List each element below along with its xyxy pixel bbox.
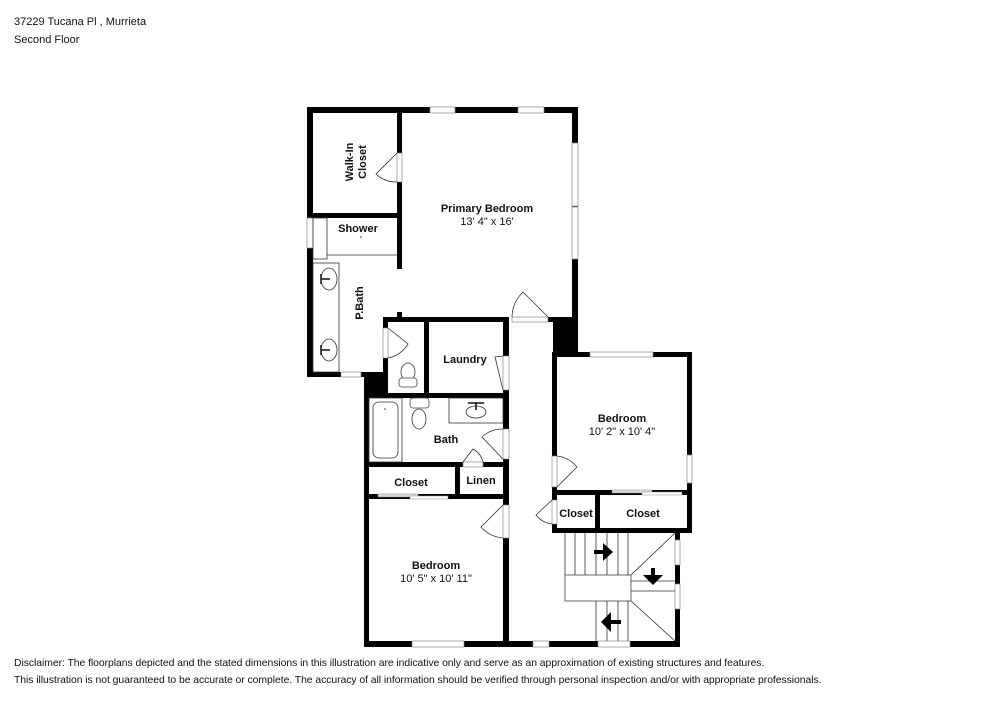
bedroom-bottom-dimensions: 10' 5" x 10' 11" (400, 573, 472, 585)
windows (306, 106, 693, 648)
closet-wide-label: Closet (626, 508, 660, 520)
linen-label: Linen (466, 475, 496, 487)
disclaimer-line-2: This illustration is not guaranteed to b… (14, 675, 822, 686)
p-bath-label: P.Bath (354, 286, 366, 320)
property-address: 37229 Tucana Pl , Murrieta (14, 16, 147, 28)
bath-label: Bath (434, 434, 459, 446)
closet-small-label: Closet (559, 508, 593, 520)
staircase (564, 532, 676, 642)
laundry-label: Laundry (443, 354, 487, 366)
arrow-left-icon (601, 612, 621, 632)
svg-text:Walk-In: Walk-In (344, 142, 356, 181)
arrow-right-icon (594, 543, 613, 561)
closet-hall-label: Closet (394, 477, 428, 489)
arrow-down-icon (643, 568, 663, 585)
disclaimer-line-1: Disclaimer: The floorplans depicted and … (14, 658, 765, 669)
floor-label: Second Floor (14, 34, 80, 46)
primary-bedroom-label: Primary Bedroom (441, 203, 534, 215)
bedroom-bottom-label: Bedroom (412, 560, 461, 572)
primary-bedroom-dimensions: 13' 4" x 16' (460, 216, 513, 228)
walk-in-closet-label: Walk-In Closet (344, 142, 369, 181)
bedroom-right-label: Bedroom (598, 413, 647, 425)
room-labels: Walk-In Closet Shower Primary Bedroom 13… (338, 142, 660, 585)
doors (375, 152, 683, 539)
bedroom-right-dimensions: 10' 2" x 10' 4" (589, 426, 656, 438)
svg-text:Closet: Closet (357, 145, 369, 179)
fixtures (312, 217, 557, 463)
shower-label: Shower (338, 223, 378, 235)
